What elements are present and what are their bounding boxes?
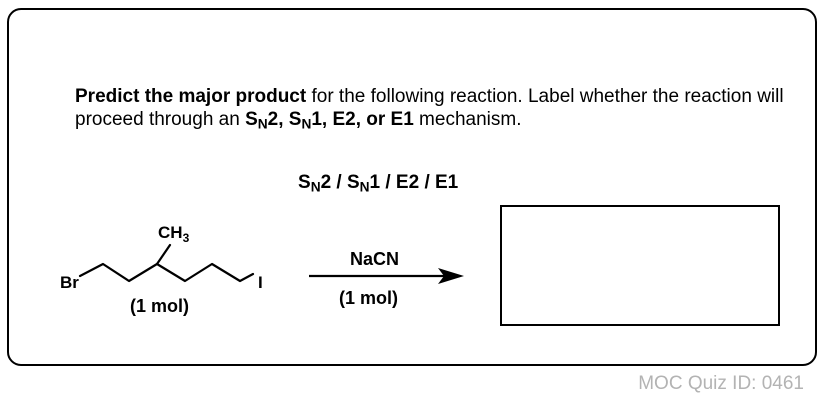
quiz-id-label: MOC Quiz ID: 0461: [638, 373, 804, 394]
reactant-structure: [78, 243, 255, 283]
carbon-chain-bonds: [78, 262, 255, 283]
methyl-bond: [155, 243, 172, 266]
prompt-text-1: for the following reaction. Label whethe…: [75, 86, 784, 130]
answer-box[interactable]: [500, 205, 780, 326]
bromine-label: Br: [60, 273, 79, 292]
question-prompt: Predict the major product for the follow…: [75, 85, 795, 131]
reagent-name: NaCN: [350, 249, 399, 269]
prompt-text-2: mechanism.: [413, 109, 522, 130]
methyl-label: CH3: [158, 223, 190, 245]
reaction-arrow: [309, 268, 464, 284]
question-frame: [7, 8, 817, 366]
prompt-mechanisms: SN2, SN1, E2, or E1: [245, 109, 414, 132]
prompt-bold-lead: Predict the major product: [75, 86, 307, 107]
reactant-amount: (1 mol): [130, 296, 189, 316]
iodine-label: I: [258, 273, 263, 292]
reagent-amount: (1 mol): [339, 288, 398, 308]
mechanism-options-label: SN2 / SN1 / E2 / E1: [298, 172, 459, 195]
